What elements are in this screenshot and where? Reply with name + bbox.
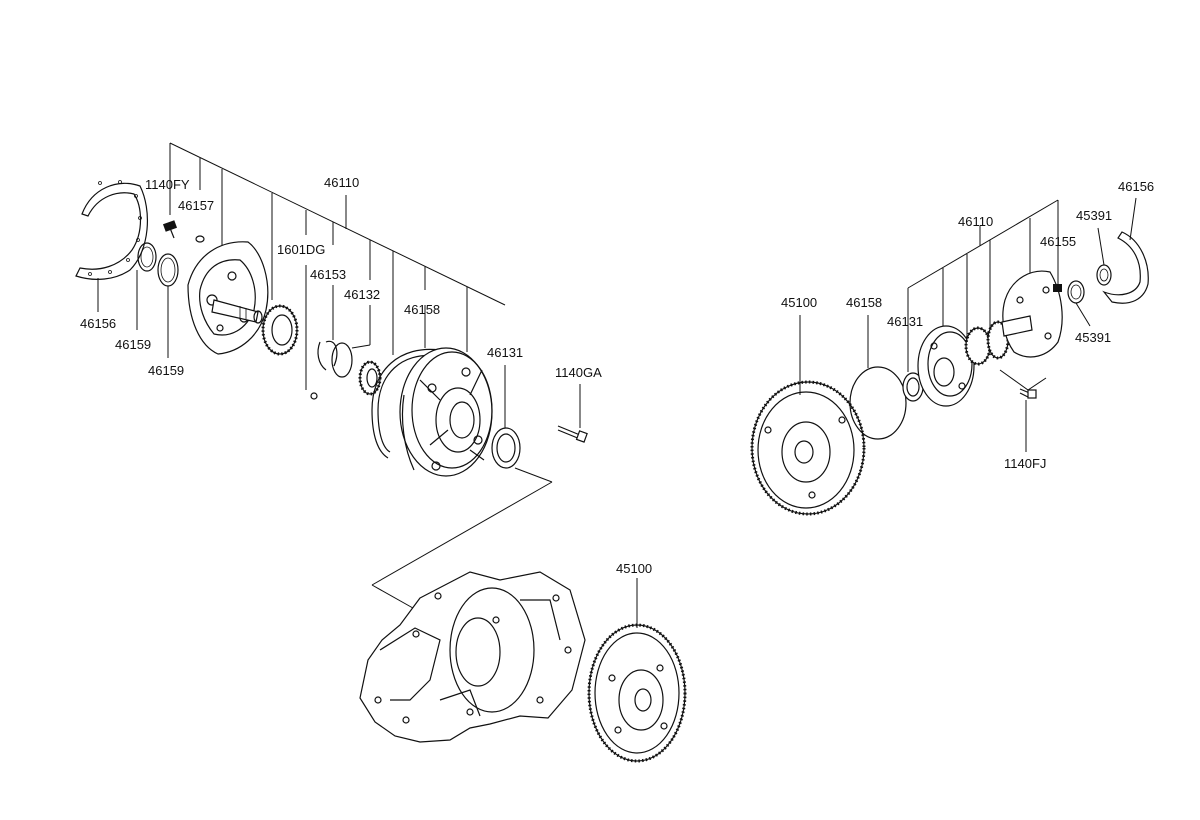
label-46153: 46153 — [310, 267, 346, 282]
transaxle-case — [359, 571, 586, 743]
label-46131-left: 46131 — [487, 345, 523, 360]
seal-46131-right — [902, 372, 924, 402]
gasket-46156-right — [1102, 197, 1149, 304]
gasket-46156-left — [75, 180, 149, 312]
label-46110-right: 46110 — [958, 214, 993, 229]
oring-46158-right — [849, 315, 907, 440]
leader-bracket-46110-left — [169, 142, 506, 355]
label-46156-right: 46156 — [1118, 179, 1154, 194]
left-oil-pump-assembly — [75, 142, 588, 613]
label-46131-right: 46131 — [887, 314, 923, 329]
seal-45391-b — [1067, 280, 1091, 327]
pump-rotor-gear — [261, 304, 299, 356]
leader-bracket-46110-right — [907, 199, 1059, 372]
label-45100-right: 45100 — [781, 295, 817, 310]
pump-cover-right — [1001, 270, 1063, 358]
label-46159-b: 46159 — [148, 363, 184, 378]
pump-cover-plate — [187, 241, 269, 355]
bolt-1140FY — [162, 220, 178, 239]
label-1140FY: 1140FY — [145, 177, 190, 192]
bolt-46155 — [1053, 250, 1062, 292]
label-46159-a: 46159 — [115, 337, 151, 352]
bolt-1140GA — [557, 384, 588, 443]
label-46158-left: 46158 — [404, 302, 440, 317]
part-labels: 1140FY 46157 46156 46159 46159 46110 160… — [80, 175, 1154, 576]
stator-shaft — [211, 299, 263, 324]
bearing-46132 — [358, 360, 382, 396]
ring-46132 — [331, 305, 371, 378]
leader-to-case — [514, 467, 553, 483]
pump-housing-right — [917, 325, 975, 407]
label-46155: 46155 — [1040, 234, 1076, 249]
seal-46159-a — [136, 242, 157, 330]
label-46157: 46157 — [178, 198, 214, 213]
label-1601DG: 1601DG — [277, 242, 325, 257]
washer-46157 — [195, 235, 205, 243]
seal-45391-a — [1096, 227, 1112, 286]
oil-pump-housing — [399, 345, 493, 477]
label-1140FJ: 1140FJ — [1004, 456, 1046, 471]
label-46110-left: 46110 — [324, 175, 359, 190]
label-46132: 46132 — [344, 287, 380, 302]
label-45391-b: 45391 — [1075, 330, 1111, 345]
torque-converter-45100-right — [750, 315, 866, 516]
seal-46159-b — [157, 253, 179, 358]
label-1140GA: 1140GA — [555, 365, 602, 380]
torque-converter-45100-bottom — [587, 578, 687, 763]
oring-46158-left — [371, 305, 441, 459]
ring-46153 — [317, 285, 338, 371]
seal-46131-left — [491, 365, 521, 469]
rotor-gear-right — [964, 320, 1010, 366]
label-46158-right: 46158 — [846, 295, 882, 310]
bolt-1140FJ — [999, 369, 1047, 452]
right-oil-pump-assembly — [750, 197, 1149, 516]
label-45100-bottom: 45100 — [616, 561, 652, 576]
label-46156-left: 46156 — [80, 316, 116, 331]
ball-1601DG — [305, 265, 318, 400]
label-45391-a: 45391 — [1076, 208, 1112, 223]
